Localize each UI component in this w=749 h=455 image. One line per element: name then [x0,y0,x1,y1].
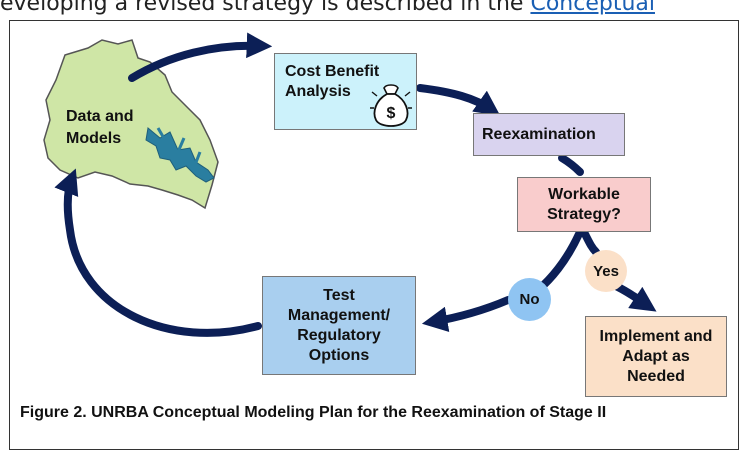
money-symbol: $ [387,105,396,122]
figure-caption: Figure 2. UNRBA Conceptual Modeling Plan… [20,404,607,421]
reexamination-box: Reexamination [473,113,625,156]
intro-text: eveloping a revised strategy is describe… [0,0,531,16]
money-bag-icon: $ [370,84,412,127]
yes-circle: Yes [585,250,627,292]
cost-benefit-label: Cost Benefit Analysis [285,63,380,100]
arrow-no-to-test [421,296,512,332]
conceptual-link[interactable]: Conceptual [530,0,655,16]
yes-label: Yes [593,262,619,280]
arrow-workable-to-no [534,230,583,294]
arrow-cost-to-reexam [416,84,501,116]
workable-strategy-box: Workable Strategy? [517,177,651,232]
watershed-map-icon [43,39,219,210]
data-models-label: Data and Models [66,108,134,147]
no-label: No [519,291,540,308]
cost-benefit-box: Cost Benefit Analysis [274,53,417,130]
cycle-arrows [54,32,657,337]
arrow-yes-to-implement [612,282,657,312]
workable-strategy-label: Workable Strategy? [547,185,621,223]
test-options-label: Test Management/ Regulatory Options [287,286,391,364]
arrow-data-to-cost [128,32,273,82]
no-circle: No [508,278,551,321]
test-options-box: Test Management/ Regulatory Options [262,276,416,375]
implement-box: Implement and Adapt as Needed [585,316,727,397]
intro-text-line: eveloping a revised strategy is describe… [0,0,749,19]
implement-label: Implement and Adapt as Needed [599,327,713,385]
reexamination-label: Reexamination [482,125,596,143]
arrow-test-to-data [54,168,262,337]
arrow-reexam-to-workable [558,154,584,176]
arrow-workable-to-yes [581,230,600,256]
